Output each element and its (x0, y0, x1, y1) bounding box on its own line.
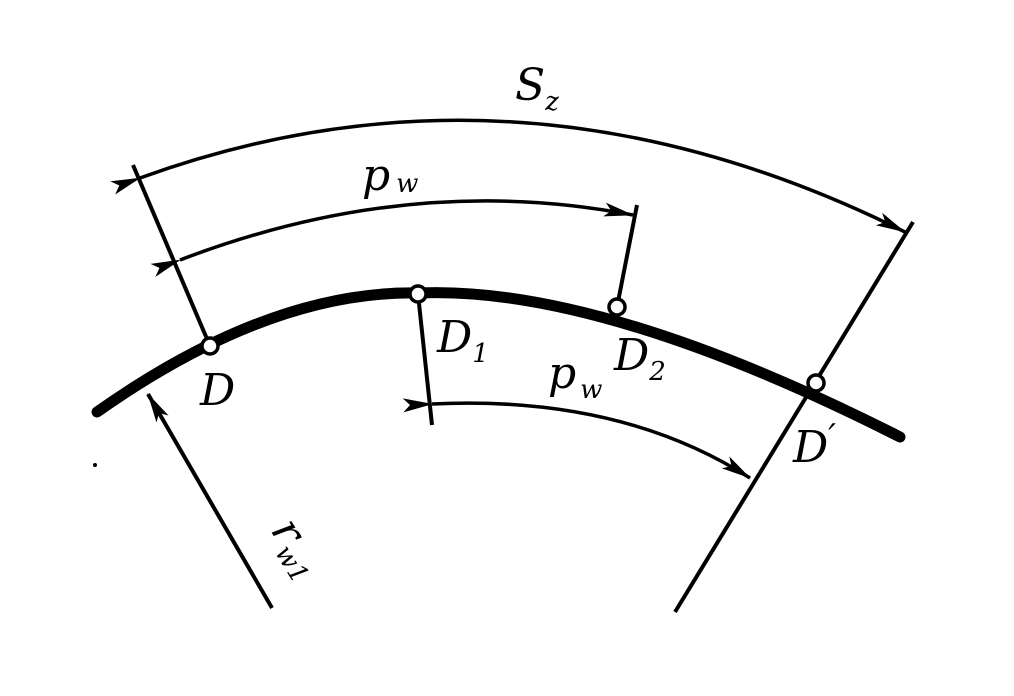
label-r-w1: rw1 (257, 509, 335, 589)
radial-line-d-prime (673, 220, 915, 614)
radial-line-d1 (416, 293, 434, 426)
label-d2: D2 (613, 330, 666, 387)
point-d-prime (806, 373, 826, 393)
dimension-arc-pw-upper (150, 199, 634, 277)
radial-line-d (131, 164, 212, 347)
label-s-z: Sz (515, 60, 559, 117)
point-d (200, 336, 220, 356)
point-d1 (408, 284, 428, 304)
dimension-arc-pw-lower (402, 398, 751, 480)
stray-dot (93, 463, 97, 467)
point-d2 (607, 297, 627, 317)
radius-arrow-rw1 (146, 392, 274, 610)
dimension-arc-sz (110, 118, 906, 234)
radial-line-d2 (615, 204, 639, 308)
label-d: D (199, 365, 235, 416)
label-d1: D1 (436, 312, 489, 369)
label-d-prime: D′ (792, 417, 836, 473)
